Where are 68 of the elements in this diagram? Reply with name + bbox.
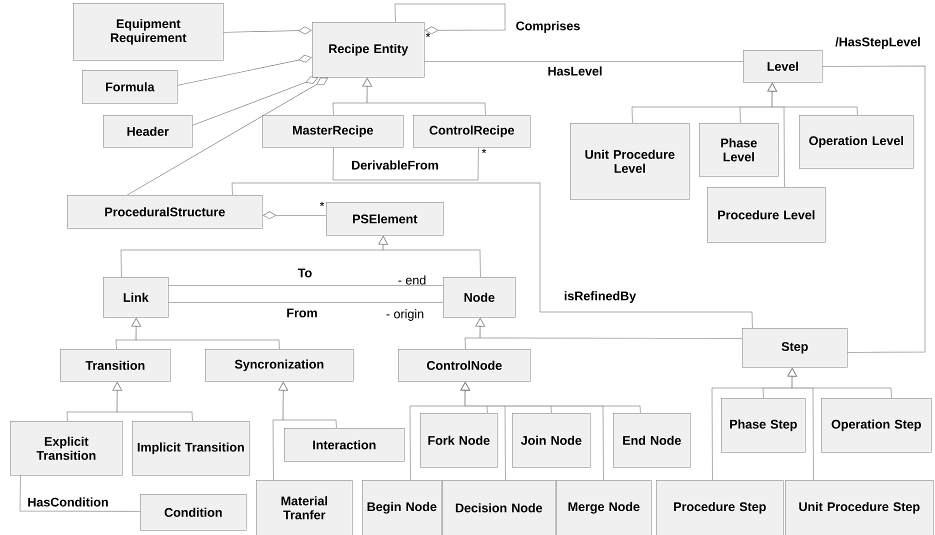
generalization-arrow [460, 382, 604, 480]
class-box: Phase Step [721, 398, 806, 453]
multiplicity: * [320, 202, 324, 206]
generalization-arrow [112, 382, 193, 422]
role-label: - end [398, 275, 426, 285]
class-box: PSElement [326, 202, 444, 236]
edge-label: HasLevel [546, 65, 604, 77]
class-box: Operation Level [799, 115, 914, 169]
association-line [424, 60, 744, 62]
aggregation-line [177, 54, 312, 86]
class-box: Fork Node [420, 413, 498, 468]
class-box: Phase Level [699, 123, 779, 177]
edge-label: From [285, 308, 319, 318]
class-box: Syncronization [205, 349, 354, 382]
class-box: Implicit Transition [132, 421, 250, 476]
class-box: End Node [613, 413, 691, 468]
multiplicity: * [482, 148, 486, 154]
class-box: ControlNode [398, 349, 531, 382]
association-line [822, 66, 926, 353]
generalization-arrow [787, 368, 814, 480]
class-box: Explicit Transition [10, 421, 123, 476]
association-line [332, 147, 479, 180]
edge-label: DerivableFrom [350, 159, 440, 171]
generalization-arrow [378, 236, 481, 278]
class-box: ProceduralStructure [67, 195, 263, 229]
class-box: Procedure Level [707, 187, 826, 243]
class-box: Header [103, 115, 193, 148]
aggregation-line [126, 78, 328, 196]
edge-label: Comprises [514, 20, 582, 34]
generalization-arrow [475, 318, 742, 339]
generalization-arrow [767, 82, 785, 188]
class-box: Equipment Requirement [73, 3, 224, 61]
class-box: Interaction [284, 428, 405, 462]
generalization-arrow [272, 382, 288, 480]
edge-label: HasCondition [26, 496, 110, 508]
class-box: Step [742, 328, 848, 368]
class-box: Condition [140, 494, 247, 531]
aggregation-line [394, 4, 506, 34]
class-box: Merge Node [556, 480, 652, 535]
class-box: Procedure Step [656, 480, 784, 535]
class-box: Formula [82, 70, 178, 104]
generalization-arrow [131, 318, 280, 350]
multiplicity: * [426, 32, 430, 38]
class-box: Join Node [512, 413, 591, 468]
edge-label: /HasStepLevel [834, 36, 922, 50]
class-box: Transition [60, 349, 171, 382]
class-box: Operation Step [821, 398, 932, 453]
class-box: Material Tranfer [256, 480, 353, 535]
aggregation-line [262, 211, 326, 220]
class-box: Recipe Entity [312, 22, 425, 78]
generalization-arrow [362, 78, 486, 116]
association-line [20, 475, 140, 512]
class-box: Level [743, 50, 823, 83]
class-box: Node [443, 277, 516, 318]
class-box: Decision Node [442, 480, 556, 535]
class-box: Begin Node [362, 480, 442, 535]
class-box: Unit Procedure Level [570, 123, 690, 200]
association-line [168, 302, 444, 303]
class-box: Unit Procedure Step [785, 480, 934, 535]
class-box: Link [103, 277, 169, 318]
role-label: - origin [386, 309, 424, 321]
association-line [168, 284, 444, 286]
aggregation-line [223, 26, 312, 34]
class-box: MasterRecipe [262, 115, 404, 148]
association-line [232, 182, 753, 328]
edge-label: To [296, 268, 314, 278]
class-box: ControlRecipe [413, 115, 531, 148]
edge-label: isRefinedBy [562, 290, 638, 304]
